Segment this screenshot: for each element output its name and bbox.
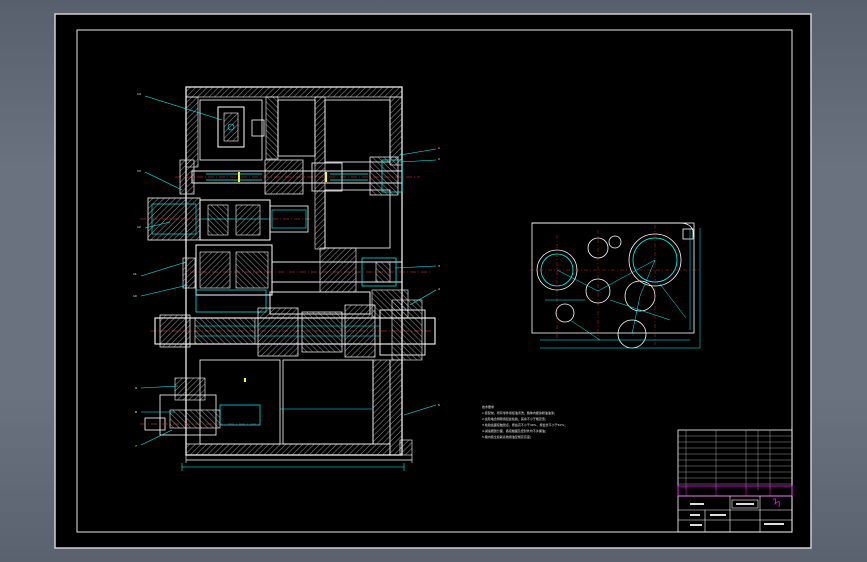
svg-text:7: 7	[135, 444, 137, 448]
notes-title: 技术要求	[482, 404, 494, 409]
svg-text:10: 10	[133, 294, 137, 298]
svg-text:11: 11	[133, 272, 137, 276]
gearbox-section-view: 14 13 12 11 10 9 8 7 1 2 3 4 5	[133, 86, 440, 471]
svg-text:9: 9	[135, 386, 137, 390]
svg-text:1: 1	[438, 146, 440, 150]
drawing-sheet	[54, 13, 812, 549]
svg-text:3: 3	[438, 264, 440, 268]
svg-text:2: 2	[438, 157, 440, 161]
note-line: 3.检验齿面接触斑点，按齿高不小于40%，按齿长不小于50%；	[482, 422, 567, 427]
svg-text:8: 8	[135, 410, 137, 414]
note-line: 5.箱内装全损耗系统用油至规定高度；	[482, 434, 533, 439]
title-block	[677, 429, 793, 533]
svg-text:4: 4	[438, 287, 440, 291]
gearbox-side-view	[530, 222, 701, 349]
drawing-frame	[76, 29, 793, 533]
svg-text:14: 14	[137, 92, 141, 96]
note-line: 2.齿轮啮合侧隙用铅丝检验，其余不小于规定值；	[482, 416, 548, 421]
svg-text:13: 13	[137, 169, 141, 173]
svg-text:5: 5	[438, 403, 440, 407]
note-line: 4.减速器剖分面、各接触面及密封处均不许漏油；	[482, 428, 548, 433]
technical-notes: 技术要求 1.装配前，所有零件用煤油清洗，箱体内壁涂耐油油漆； 2.齿轮啮合侧隙…	[482, 404, 567, 439]
svg-text:12: 12	[137, 225, 141, 229]
note-line: 1.装配前，所有零件用煤油清洗，箱体内壁涂耐油油漆；	[482, 410, 557, 415]
